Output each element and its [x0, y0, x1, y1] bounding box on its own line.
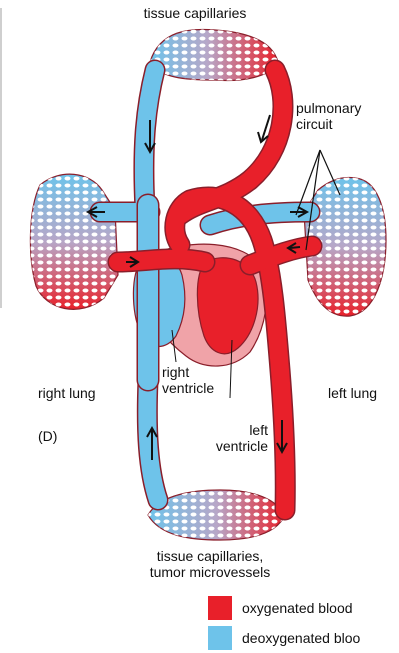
pulmonary-line2: circuit: [296, 116, 361, 132]
left-ventricle-line1: left: [200, 422, 268, 438]
right-ventricle-line1: right: [162, 364, 214, 380]
left-lung-label: left lung: [328, 385, 377, 401]
bottom-capillary-bed: [148, 490, 285, 540]
legend-swatch-deoxygenated: [208, 626, 232, 650]
tissue-capillaries-top-label: tissue capillaries: [120, 5, 270, 21]
tissue-bottom-line1: tissue capillaries,: [130, 548, 290, 564]
legend-label-deoxygenated: deoxygenated bloo: [242, 630, 360, 646]
right-lung: [30, 174, 118, 309]
right-ventricle-line2: ventricle: [162, 380, 214, 396]
pulmonary-line1: pulmonary: [296, 100, 361, 116]
top-capillary-bed: [150, 29, 278, 80]
legend-swatch-oxygenated: [208, 596, 232, 620]
legend-label-oxygenated: oxygenated blood: [242, 600, 353, 616]
tissue-capillaries-bottom-label: tissue capillaries, tumor microvessels: [130, 548, 290, 580]
right-lung-label: right lung: [38, 385, 96, 401]
right-ventricle-label: right ventricle: [162, 364, 214, 396]
left-ventricle-label: left ventricle: [200, 422, 268, 454]
panel-label: (D): [38, 428, 57, 444]
pulmonary-circuit-label: pulmonary circuit: [296, 100, 361, 132]
left-ventricle-line2: ventricle: [200, 438, 268, 454]
tissue-bottom-line2: tumor microvessels: [130, 564, 290, 580]
